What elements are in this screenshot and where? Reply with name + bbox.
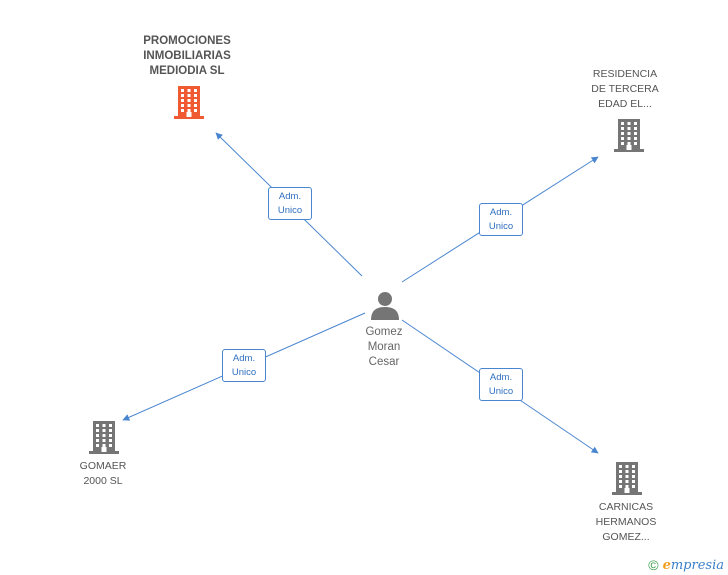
edge-label-residencia[interactable]: Adm. Unico [479, 203, 523, 236]
company-name-residencia[interactable]: RESIDENCIA DE TERCERA EDAD EL... [591, 68, 659, 110]
company-name-promociones[interactable]: PROMOCIONES INMOBILIARIAS MEDIODIA SL [143, 35, 231, 77]
building-icon[interactable] [613, 118, 645, 152]
building-icon[interactable] [611, 461, 643, 495]
person-name[interactable]: Gomez Moran Cesar [365, 326, 403, 368]
footer-brand[interactable]: © empresia [648, 557, 724, 573]
building-icon[interactable] [88, 420, 120, 454]
company-name-carnicas[interactable]: CARNICAS HERMANOS GOMEZ... [595, 501, 657, 543]
building-icon[interactable] [173, 85, 205, 119]
edge-label-promociones[interactable]: Adm. Unico [268, 187, 312, 220]
brand-logo: empresia [662, 557, 724, 573]
company-name-gomaer[interactable]: GOMAER 2000 SL [79, 460, 127, 487]
person-icon[interactable] [370, 290, 400, 320]
edge-label-carnicas[interactable]: Adm. Unico [479, 368, 523, 401]
edge-label-gomaer[interactable]: Adm. Unico [222, 349, 266, 382]
copyright-icon: © [648, 557, 659, 573]
